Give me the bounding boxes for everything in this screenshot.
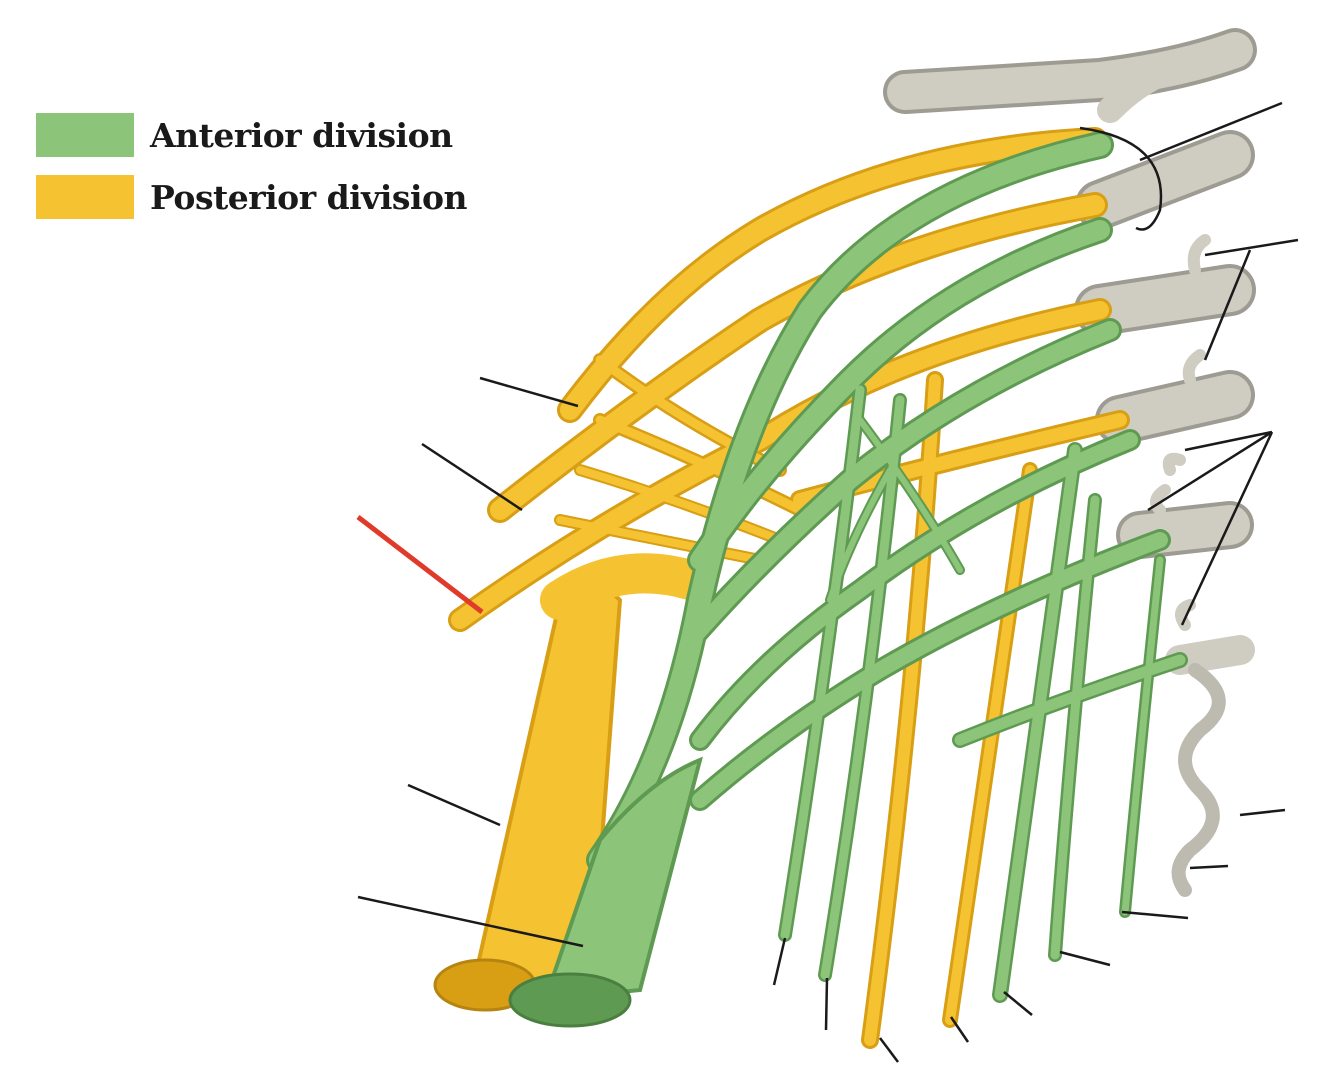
leader-line-15 [824, 977, 829, 1031]
highlight-leader-line [356, 515, 484, 614]
leader-line-14 [879, 1037, 899, 1063]
leader-line-10 [1121, 910, 1189, 920]
anterior-cord-trunk [542, 756, 703, 1003]
legend-item-posterior: Posterior division [36, 172, 468, 222]
root-5 [1165, 635, 1255, 675]
root-bracket [1079, 126, 1163, 231]
ramus-small-3 [1162, 452, 1186, 476]
root-2-inner [1078, 268, 1252, 332]
top-vessel-branch [1097, 57, 1183, 123]
legend-swatch-anterior [36, 113, 134, 157]
ramus-small-4 [1150, 484, 1171, 516]
leader-line-8 [1239, 808, 1286, 817]
leader-line-1 [479, 376, 579, 408]
ramus-small-1 [1187, 234, 1211, 276]
legend-item-anterior: Anterior division [36, 110, 467, 160]
root-1-inner [1079, 134, 1251, 226]
leader-line-13 [949, 1016, 970, 1043]
legend-swatch-posterior [36, 175, 134, 219]
leader-line-2 [421, 442, 523, 512]
legend: Anterior division Posterior division [36, 110, 468, 234]
legend-label-anterior: Anterior division [150, 115, 453, 155]
leader-line-5 [1139, 101, 1283, 162]
leader-line-4 [357, 895, 584, 948]
leader-line-7 [1147, 430, 1274, 626]
leader-line-11 [1059, 950, 1111, 967]
leader-line-6 [1203, 238, 1299, 361]
leader-line-9 [1189, 864, 1229, 870]
ramus-small-2 [1182, 349, 1206, 386]
legend-label-posterior: Posterior division [150, 177, 468, 217]
anterior-cord-cut-end [508, 972, 632, 1028]
root-3-inner [1099, 374, 1251, 441]
sympathetic-trunk [1171, 663, 1226, 897]
leader-line-12 [1003, 991, 1033, 1016]
leader-lines [357, 101, 1299, 1063]
leader-line-16 [772, 937, 787, 986]
leader-line-3 [407, 783, 501, 827]
anterior-division-nerves [508, 131, 1188, 1028]
